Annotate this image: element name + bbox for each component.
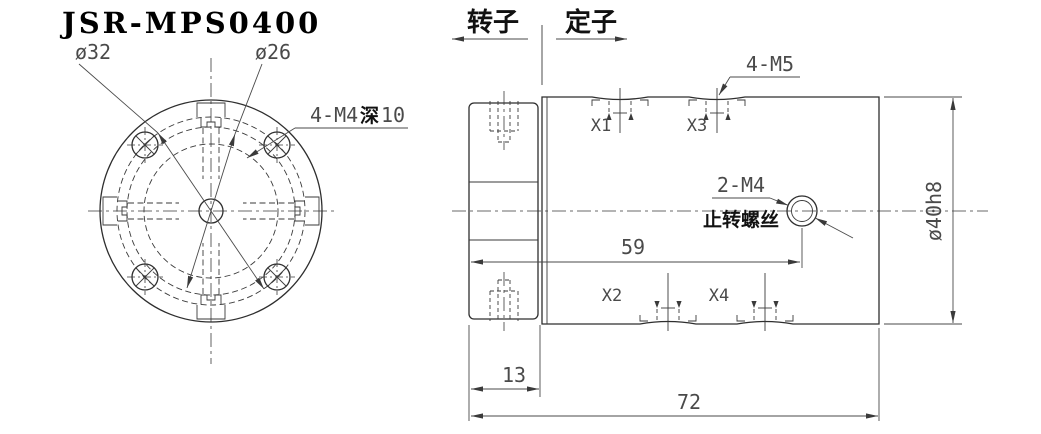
bolt-circle [116, 116, 306, 306]
hole-top-left [127, 127, 163, 163]
tapped-holes-leader [246, 127, 408, 159]
rotor-hole-top [489, 91, 519, 150]
m5-leader [718, 76, 800, 96]
port-x1-label: X1 [591, 116, 611, 136]
dim-dia40 [884, 96, 962, 325]
dim-72-value: 72 [677, 390, 701, 414]
slot-north [196, 102, 226, 179]
tapped-holes-label-depth-cjk: 深 [360, 104, 379, 127]
mounting-holes [127, 127, 295, 295]
dim-dia40-value: ø40h8 [922, 181, 946, 241]
m5-label: 4-M5 [746, 52, 794, 76]
port-x4-label: X4 [709, 286, 729, 306]
port-x2 [639, 273, 697, 331]
hidden-circle-inner [143, 143, 279, 279]
tapped-holes-label-qty: 4-M4 [310, 103, 358, 127]
hole-bottom-right [259, 259, 295, 295]
port-x1 [591, 88, 649, 133]
stator-body [541, 96, 880, 325]
cable-slots [102, 102, 320, 320]
hole-top-right [259, 127, 295, 163]
port-x4 [736, 273, 794, 331]
dim-72 [471, 328, 880, 421]
side-view: X1 X3 X2 [452, 52, 988, 421]
tapped-holes-label-depth-val: 10 [381, 103, 405, 127]
hidden-circle-mid [126, 126, 296, 296]
dim-59-value: 59 [621, 235, 645, 259]
screw-name-label: 止转螺丝 [703, 208, 779, 231]
front-view: ø32 ø26 4-M4 深 10 [75, 40, 408, 364]
slot-south [196, 243, 226, 320]
port-x3 [688, 88, 746, 133]
stator-arrow [615, 36, 627, 42]
dim-13-value: 13 [502, 363, 526, 387]
stator-label: 定子 [565, 7, 617, 38]
screw-qty-label: 2-M4 [717, 173, 765, 197]
rotor-hole-bottom [489, 272, 519, 331]
tapped-holes-label: 4-M4 深 10 [310, 103, 405, 127]
dia26-leader [186, 63, 263, 289]
rotor-arrow [452, 36, 464, 42]
dim-59 [471, 228, 803, 268]
rotor-label: 转子 [467, 8, 519, 38]
slot-west [102, 196, 179, 226]
dia26-label: ø26 [255, 40, 291, 64]
center-bore [198, 198, 224, 224]
hole-bottom-left [127, 259, 163, 295]
rotor-flange [468, 91, 539, 331]
rotor-stator-header: 转子 定子 [452, 7, 627, 85]
dia32-leader [78, 63, 265, 290]
dia32-label: ø32 [75, 40, 111, 64]
dim-13 [468, 325, 541, 421]
flange-outer-circle [99, 99, 323, 323]
slot-east [243, 196, 320, 226]
drawing-title: JSR-MPS0400 [59, 6, 321, 40]
anti-rotation-screw [712, 195, 854, 239]
port-x2-label: X2 [602, 286, 622, 306]
port-x3-label: X3 [687, 116, 707, 136]
